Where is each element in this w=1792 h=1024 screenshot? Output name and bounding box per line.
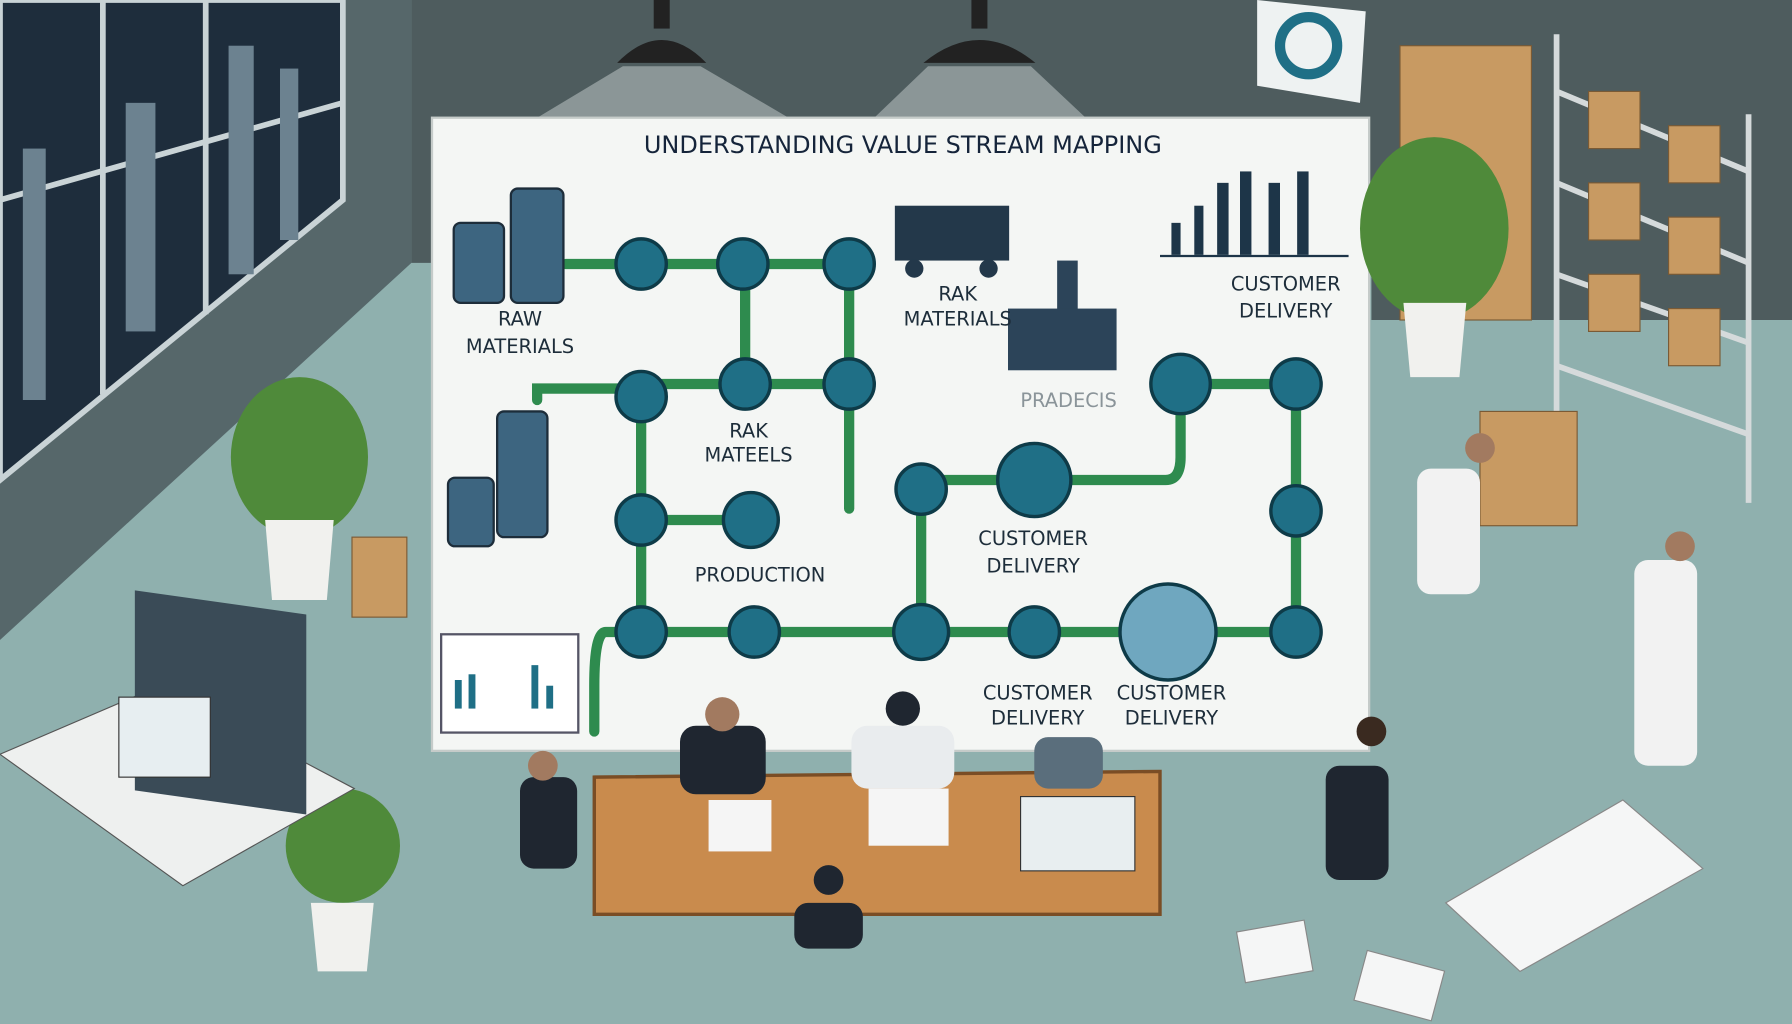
label-customer: CUSTOMER: [1117, 681, 1227, 704]
process-nodes: [614, 237, 1323, 682]
ceiling-lamp: [874, 0, 1086, 118]
label-delivery: DELIVERY: [986, 555, 1080, 578]
factory-icon: [1008, 260, 1117, 371]
truck-icon: [894, 205, 1010, 278]
ceiling-lamp: [537, 0, 789, 118]
potted-plant: [1360, 137, 1509, 378]
meeting-table: [592, 769, 1162, 916]
label-mateels: MATEELS: [705, 444, 793, 467]
potted-plant: [285, 788, 400, 972]
bar-chart-icon: [1160, 171, 1349, 258]
label-rak: RAK: [938, 283, 978, 306]
board-title: UNDERSTANDING VALUE STREAM MAPPING: [644, 131, 1162, 159]
window: [0, 0, 346, 484]
raw-material-stacks: [446, 187, 565, 548]
report-panel: [439, 633, 580, 734]
wall-poster: [1257, 0, 1366, 103]
label-production: PRODUCTION: [695, 564, 826, 587]
label-customer: CUSTOMER: [978, 527, 1088, 550]
label-materials: MATERIALS: [466, 335, 574, 358]
label-delivery: DELIVERY: [1125, 707, 1219, 730]
label-rak: RAK: [729, 420, 769, 443]
label-customer: CUSTOMER: [983, 681, 1093, 704]
computer-desk: [0, 590, 356, 887]
floor-papers: [1235, 799, 1704, 1022]
label-delivery: DELIVERY: [1239, 300, 1333, 323]
label-raw: RAW: [498, 308, 542, 331]
label-materials: MATERIALS: [904, 308, 1012, 331]
label-customer: CUSTOMER: [1231, 272, 1341, 295]
label-pradecis: PRADECIS: [1020, 389, 1116, 412]
people: [520, 433, 1698, 949]
potted-plant: [230, 377, 368, 600]
label-delivery: DELIVERY: [991, 707, 1085, 730]
